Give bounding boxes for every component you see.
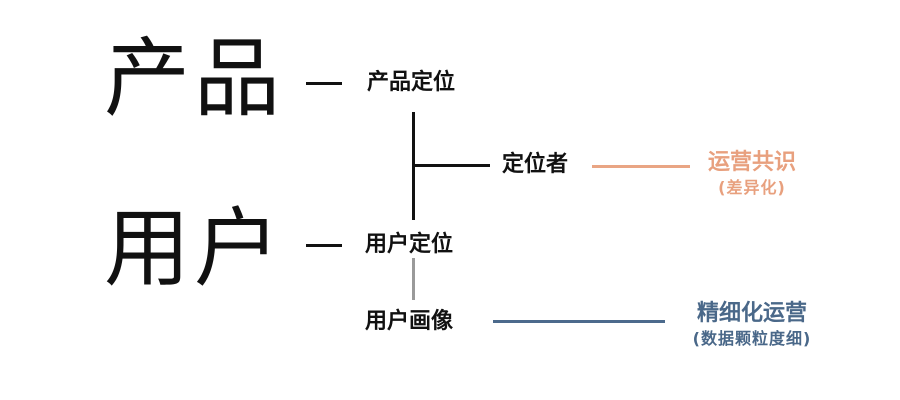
product-positioning-label: 产品定位: [367, 70, 456, 95]
product-label: 产品: [104, 29, 284, 129]
persona-connector: [412, 258, 415, 300]
user-persona-label: 用户画像: [365, 309, 454, 334]
data-granularity-label: (数据颗粒度细): [692, 329, 812, 348]
product-dash: [306, 82, 342, 85]
operations-consensus-label: 运营共识: [707, 150, 796, 175]
refined-operations-label: 精细化运营: [696, 301, 807, 326]
positioner-label: 定位者: [502, 152, 569, 177]
refined-operations-line: [493, 320, 665, 323]
differentiation-label: (差异化): [718, 178, 786, 197]
user-label: 用户: [104, 199, 284, 299]
positioner-branch: [413, 164, 490, 167]
user-dash: [306, 244, 342, 247]
user-positioning-label: 用户定位: [365, 232, 454, 257]
operations-consensus-line: [592, 165, 690, 168]
